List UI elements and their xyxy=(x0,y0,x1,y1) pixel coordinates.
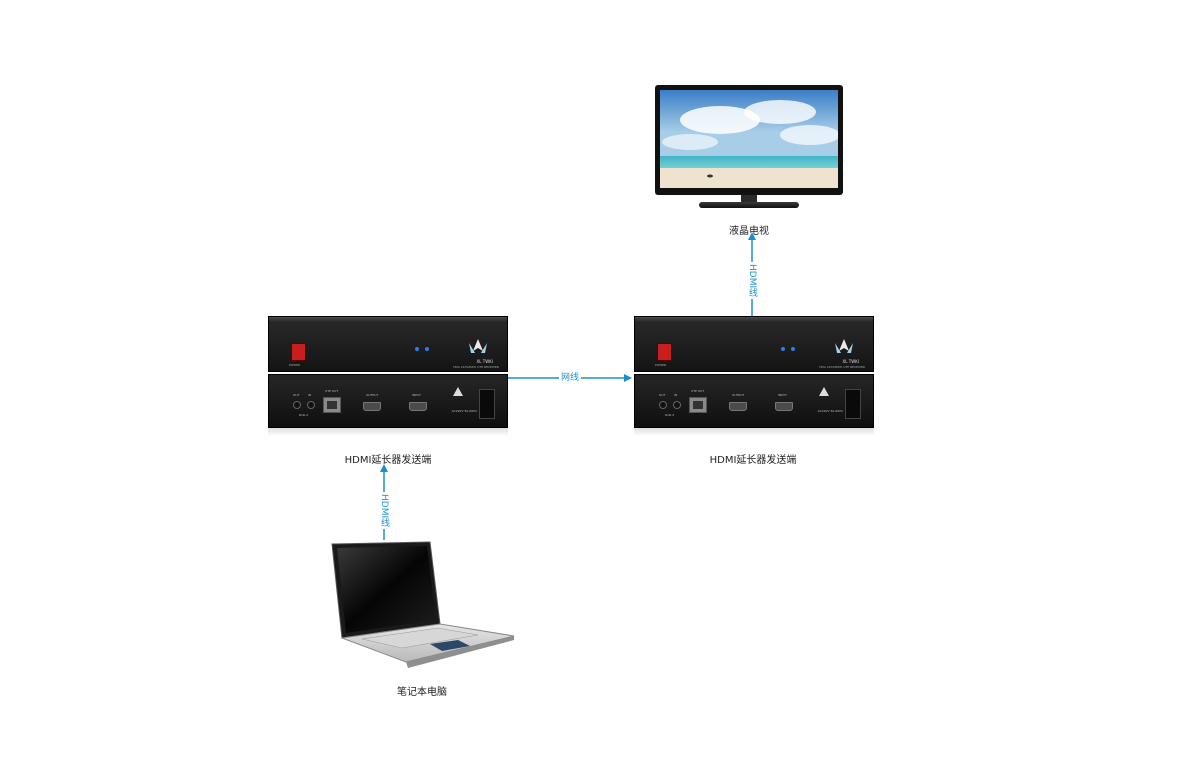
laptop-icon xyxy=(331,541,515,668)
model-text: HDA 1670/RE/K UTP RECEIVER xyxy=(819,365,865,369)
rear-panel: OUT IN RxD-d UTP OUT OUTPUT INPUT AC220V… xyxy=(268,374,508,428)
hdmi-output-port xyxy=(729,402,747,411)
warning-icon xyxy=(453,387,463,396)
tv-label: 液晶电视 xyxy=(729,226,769,237)
hdmi-input-port xyxy=(409,402,427,411)
tv-frame xyxy=(655,85,843,195)
hdmi-output-port xyxy=(363,402,381,411)
lcd-tv xyxy=(655,85,843,215)
brand-logo-icon xyxy=(835,339,853,353)
ir-in-label: IN xyxy=(308,393,312,397)
laptop-label: 笔记本电脑 xyxy=(397,687,447,698)
rear-panel: OUT IN RxD-d UTP OUT OUTPUT INPUT AC220V… xyxy=(634,374,874,428)
status-led xyxy=(781,347,785,351)
warning-icon xyxy=(819,387,829,396)
ac-rating: AC220V 50-60Hz xyxy=(451,409,477,413)
ir-out-jack xyxy=(293,401,301,409)
power-switch xyxy=(657,343,672,361)
ir-in-label: IN xyxy=(674,393,678,397)
tv-stand-base xyxy=(699,202,799,208)
power-text: POWER xyxy=(655,363,667,367)
rj45-port xyxy=(323,397,341,413)
front-panel: POWER XL TWKI HDA 1670/RE/K UTP RECEIVER xyxy=(634,316,874,372)
output-label: OUTPUT xyxy=(366,393,379,397)
laptop-link-label: HDMI线 xyxy=(378,492,390,530)
tv-screen xyxy=(660,90,838,188)
brand-logo-icon xyxy=(469,339,487,353)
left-device-label: HDMI延长器发送端 xyxy=(344,455,432,466)
output-label: OUTPUT xyxy=(732,393,745,397)
hdmi-input-port xyxy=(775,402,793,411)
model-text: HDA 1670/RE/K UTP RECEIVER xyxy=(453,365,499,369)
logo-text: XL TWKI xyxy=(842,359,859,364)
ir-in-jack xyxy=(307,401,315,409)
input-label: INPUT xyxy=(778,393,787,397)
ac-rating: AC220V 50-60Hz xyxy=(817,409,843,413)
left-extender: POWER XL TWKI HDA 1670/RE/K UTP RECEIVER… xyxy=(268,316,508,436)
rj45-label: UTP OUT xyxy=(691,389,705,393)
network-link-label: 网线 xyxy=(558,372,582,384)
ir-label: RxD-d xyxy=(299,413,309,417)
status-led xyxy=(791,347,795,351)
tv-stand-neck xyxy=(741,195,757,203)
right-device-label: HDMI延长器发送端 xyxy=(709,455,797,466)
ir-out-label: OUT xyxy=(293,393,300,397)
tv-link-label: HDMI线 xyxy=(746,262,758,300)
device-reflection xyxy=(268,428,508,436)
rj45-label: UTP OUT xyxy=(325,389,339,393)
power-inlet xyxy=(845,389,861,419)
device-reflection xyxy=(634,428,874,436)
status-led xyxy=(415,347,419,351)
ir-out-label: OUT xyxy=(659,393,666,397)
ir-in-jack xyxy=(673,401,681,409)
status-led xyxy=(425,347,429,351)
front-panel: POWER XL TWKI HDA 1670/RE/K UTP RECEIVER xyxy=(268,316,508,372)
power-text: POWER xyxy=(289,363,301,367)
power-switch xyxy=(291,343,306,361)
power-inlet xyxy=(479,389,495,419)
rj45-port xyxy=(689,397,707,413)
ir-out-jack xyxy=(659,401,667,409)
ir-label: RxD-d xyxy=(665,413,675,417)
input-label: INPUT xyxy=(412,393,421,397)
right-extender: POWER XL TWKI HDA 1670/RE/K UTP RECEIVER… xyxy=(634,316,874,436)
logo-text: XL TWKI xyxy=(476,359,493,364)
